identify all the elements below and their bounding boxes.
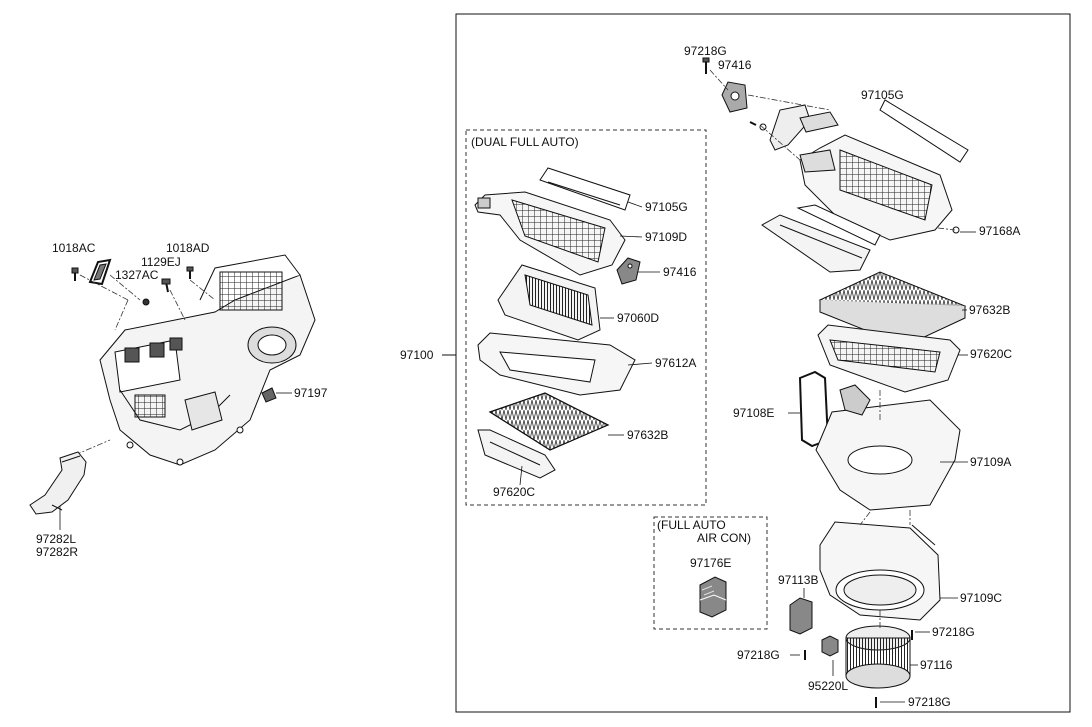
part-label-1018ac: 1018AC: [52, 241, 96, 255]
right-leaders-dashed: [709, 69, 956, 628]
part-label-97416-dual: 97416: [663, 265, 697, 279]
full-auto-resistor: [699, 576, 727, 618]
right-blower-motor: [845, 625, 911, 689]
part-label-97109c: 97109C: [960, 591, 1003, 605]
part-label-97109a: 97109A: [970, 455, 1012, 469]
full-auto-air-con-title: (FULL AUTO AIR CON): [657, 519, 751, 545]
part-label-97218g-left: 97218G: [737, 648, 780, 662]
part-label-97612a: 97612A: [655, 356, 697, 370]
dual-full-auto-box: [465, 129, 707, 506]
part-label-97620c-right: 97620C: [970, 347, 1013, 361]
main-assembly-box: [455, 13, 1071, 713]
hvac-housing-assembly: [99, 254, 316, 466]
left-fasteners: [71, 258, 277, 403]
part-label-97218g-top: 97218G: [684, 44, 727, 58]
right-blower-case-upper: [815, 384, 961, 511]
full-auto-title-line1: (FULL AUTO: [657, 518, 726, 532]
full-auto-title-line2: AIR CON): [697, 531, 751, 545]
right-leaders: [788, 231, 976, 703]
part-label-97168a: 97168A: [979, 224, 1021, 238]
part-label-97282r: 97282R: [36, 545, 79, 559]
right-top-fasteners: [702, 57, 839, 151]
dual-full-auto-title: (DUAL FULL AUTO): [471, 135, 579, 149]
rear-duct: [29, 451, 87, 515]
dual-leaders: [519, 201, 660, 486]
part-label-97113b: 97113B: [778, 573, 819, 587]
left-leaders: [74, 274, 216, 456]
part-label-97632b-dual: 97632B: [627, 428, 669, 442]
part-label-97109d: 97109D: [645, 230, 688, 244]
part-label-97176e: 97176E: [690, 556, 732, 570]
part-label-95220l: 95220L: [808, 679, 849, 693]
right-intake-housing: [799, 134, 953, 241]
part-label-97620c-dual: 97620C: [493, 485, 536, 499]
full-auto-air-con-box: [653, 516, 768, 630]
right-connector: [821, 635, 839, 657]
part-label-97218g-bottom: 97218G: [908, 695, 951, 709]
part-label-1327ac: 1327AC: [115, 268, 159, 282]
right-blower-case-lower: [819, 521, 941, 621]
right-blower-resistor: [789, 597, 813, 635]
part-label-1129ej: 1129EJ: [141, 255, 181, 269]
part-label-97108e: 97108E: [733, 406, 775, 420]
dual-intake-housing: [474, 191, 626, 276]
dual-filter-frame: [497, 264, 601, 341]
part-label-97282l: 97282L: [36, 532, 77, 546]
part-label-97416-right: 97416: [718, 58, 752, 72]
part-label-97218g-mid: 97218G: [932, 625, 975, 639]
part-label-97105g-dual: 97105G: [645, 200, 688, 214]
part-label-1018ad: 1018AD: [166, 241, 210, 255]
part-label-97197: 97197: [294, 386, 328, 400]
main-assembly-label: 97100: [400, 348, 434, 362]
dual-filter-tray: [477, 332, 636, 396]
dual-actuator: [616, 257, 641, 285]
right-screws: [804, 630, 913, 708]
right-filter-cover: [879, 99, 969, 163]
part-label-97060d: 97060D: [617, 311, 660, 325]
part-label-97632b-right: 97632B: [969, 303, 1011, 317]
right-filter-frame: [817, 324, 961, 393]
part-label-97116: 97116: [920, 658, 953, 672]
dual-filter-cover: [539, 167, 631, 211]
part-label-97105g-right: 97105G: [861, 88, 904, 102]
right-filter-tray-upper: [761, 204, 881, 273]
dual-filter-cover-lower: [477, 429, 556, 479]
dual-cabin-filter: [488, 392, 610, 451]
